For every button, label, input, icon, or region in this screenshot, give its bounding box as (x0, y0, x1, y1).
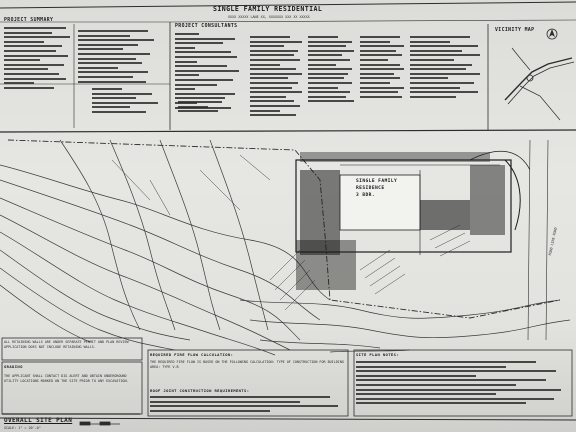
hatch-pattern (269, 224, 471, 311)
scope-block (178, 101, 228, 115)
roof-joint-block (150, 396, 346, 414)
sheet-index-block (250, 36, 305, 119)
project-summary-block (4, 27, 74, 91)
plan-label-line2: RESIDENCE (356, 186, 385, 191)
grading-heading: GRADING (4, 364, 23, 369)
vicinity-map-heading: VICINITY MAP (495, 28, 535, 33)
deferred-submittals-block (360, 36, 408, 100)
owner-info-block (78, 30, 158, 85)
plan-label-line3: 3 BDR. (356, 193, 375, 198)
sheet-scale: SCALE: 1" = 20'-0" (4, 426, 41, 430)
site-plan-notes-heading: SITE PLAN NOTES: (356, 352, 399, 357)
fire-flow-heading: REQUIRED FIRE FLOW CALCULATION: (150, 352, 234, 357)
project-consultants-heading: PROJECT CONSULTANTS (175, 24, 238, 29)
grading-note: THE APPLICANT SHALL CONTACT DIG ALERT AN… (4, 374, 129, 383)
building-footprint (295, 151, 531, 290)
site-plan-notes-block (356, 361, 570, 407)
roof-joint-heading: ROOF JOINT CONSTRUCTION REQUIREMENTS: (150, 388, 250, 393)
sheet-title: OVERALL SITE PLAN (4, 417, 73, 424)
project-title: SINGLE FAMILY RESIDENTIAL (213, 5, 323, 13)
area-calc-block (92, 88, 162, 116)
project-summary-heading: PROJECT SUMMARY (4, 18, 54, 23)
project-address: XXXX XXXXX LANE XX, XXXXXXX XXX XX XXXXX (228, 15, 310, 19)
abbreviations-block (410, 36, 485, 100)
plan-label-line1: SINGLE FAMILY (356, 179, 398, 184)
north-arrow-icon (546, 28, 558, 40)
retaining-walls-note: ALL RETAINING WALLS ARE UNDER SEPARATE P… (4, 340, 129, 349)
scale-bar (79, 421, 120, 426)
code-block (308, 36, 356, 105)
topographic-contours (0, 139, 571, 356)
fire-flow-note: THE REQUIRED FIRE FLOW IS BASED ON THE F… (150, 360, 344, 369)
vicinity-map (504, 47, 575, 121)
